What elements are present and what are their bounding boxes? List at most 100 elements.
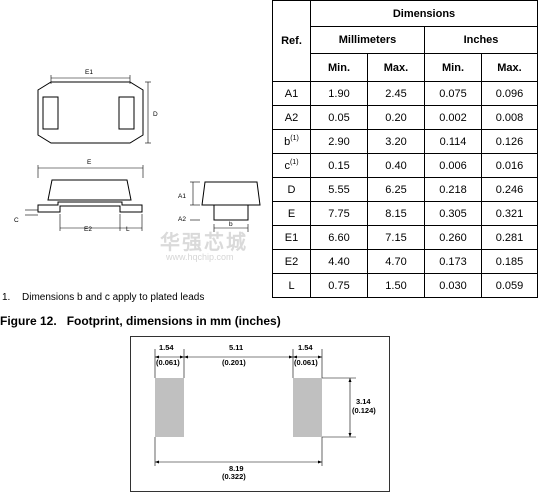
row-value: 0.173 (424, 249, 482, 274)
row-ref-footnote: (1) (289, 159, 299, 166)
pad-right-in: (0.061) (294, 358, 318, 367)
row-ref-label: b (284, 136, 291, 148)
gap-mm: 5.11 (229, 343, 243, 352)
row-value: 0.006 (424, 153, 482, 178)
row-value: 0.75 (310, 273, 368, 298)
label-a1: A1 (178, 193, 186, 200)
row-value: 0.40 (367, 153, 425, 178)
row-ref-label: L (288, 279, 295, 292)
row-ref: c(1) (272, 153, 311, 178)
label-c: C (14, 217, 19, 224)
row-value: 0.016 (481, 153, 538, 178)
row-value: 8.15 (367, 201, 425, 226)
row-value: 7.15 (367, 225, 425, 250)
row-value: 1.90 (310, 81, 368, 106)
pad-left-mm: 1.54 (159, 343, 174, 352)
figure-number: Figure 12. (0, 314, 57, 328)
package-drawings: E1 D E C E2 L A1 A2 b (14, 69, 261, 233)
row-value: 0.246 (481, 177, 538, 202)
row-ref-label: E1 (284, 231, 299, 244)
row-value: 0.075 (424, 81, 482, 106)
row-ref: E (272, 201, 311, 226)
label-d: D (153, 111, 158, 118)
label-b: b (229, 221, 233, 228)
label-l: L (126, 226, 130, 233)
row-value: 0.321 (481, 201, 538, 226)
ref-header: Ref. (272, 0, 311, 82)
height-mm: 3.14 (356, 397, 371, 406)
row-value: 0.218 (424, 177, 482, 202)
mm-min-header: Min. (310, 53, 368, 82)
row-ref-label: c (284, 160, 290, 172)
row-value: 2.45 (367, 81, 425, 106)
pad-left (155, 378, 184, 437)
row-value: 7.75 (310, 201, 368, 226)
row-ref: E1 (272, 225, 311, 250)
row-ref: A1 (272, 81, 311, 106)
figure-title: Footprint, dimensions in mm (inches) (66, 314, 281, 328)
row-ref-label: A1 (284, 87, 299, 100)
row-value: 6.25 (367, 177, 425, 202)
row-ref-label: D (287, 183, 296, 196)
row-ref-label: E (287, 207, 296, 220)
row-ref: b(1) (272, 129, 311, 154)
row-value: 0.281 (481, 225, 538, 250)
label-e2: E2 (84, 226, 92, 233)
footprint-drawing: 1.54 (0.061) 5.11 (0.201) 1.54 (0.061) 3… (130, 336, 390, 492)
inches-header: Inches (424, 26, 538, 54)
row-value: 0.260 (424, 225, 482, 250)
row-value: 0.20 (367, 105, 425, 130)
row-value: 3.20 (367, 129, 425, 154)
label-e: E (87, 159, 92, 166)
row-value: 0.030 (424, 273, 482, 298)
row-value: 6.60 (310, 225, 368, 250)
row-ref: L (272, 273, 311, 298)
label-e1: E1 (85, 69, 93, 76)
label-a2: A2 (178, 216, 186, 223)
row-value: 0.305 (424, 201, 482, 226)
footnote-number: 1. (2, 292, 11, 303)
row-value: 0.15 (310, 153, 368, 178)
row-value: 4.70 (367, 249, 425, 274)
dimensions-table: Ref. Dimensions Millimeters Inches Min. … (272, 0, 538, 298)
pad-right-mm: 1.54 (298, 343, 313, 352)
row-value: 0.126 (481, 129, 538, 154)
footnote: 1. Dimensions b and c apply to plated lea… (2, 292, 204, 303)
millimeters-header: Millimeters (310, 26, 425, 54)
total-in: (0.322) (222, 472, 246, 481)
row-ref-label: A2 (284, 111, 299, 124)
row-value: 0.008 (481, 105, 538, 130)
row-ref-footnote: (1) (290, 135, 299, 142)
row-value: 0.059 (481, 273, 538, 298)
in-min-header: Min. (424, 53, 482, 82)
pad-left-in: (0.061) (156, 358, 180, 367)
footprint-dimension-lines (154, 349, 356, 466)
row-value: 5.55 (310, 177, 368, 202)
row-ref-label: E2 (284, 255, 299, 268)
top-view (37, 75, 151, 144)
row-value: 0.114 (424, 129, 482, 154)
row-value: 4.40 (310, 249, 368, 274)
dimensions-title: Dimensions (310, 0, 538, 27)
footprint-arrows (155, 355, 352, 464)
figure-caption: Figure 12. Footprint, dimensions in mm (i… (0, 314, 281, 328)
row-ref: E2 (272, 249, 311, 274)
pad-right (293, 378, 322, 437)
height-in: (0.124) (352, 406, 376, 415)
side-view (25, 165, 144, 231)
gap-in: (0.201) (222, 358, 246, 367)
row-value: 0.185 (481, 249, 538, 274)
end-view (190, 181, 261, 232)
row-value: 0.002 (424, 105, 482, 130)
row-value: 0.096 (481, 81, 538, 106)
in-max-header: Max. (481, 53, 538, 82)
footnote-text: Dimensions b and c apply to plated leads (22, 292, 205, 303)
